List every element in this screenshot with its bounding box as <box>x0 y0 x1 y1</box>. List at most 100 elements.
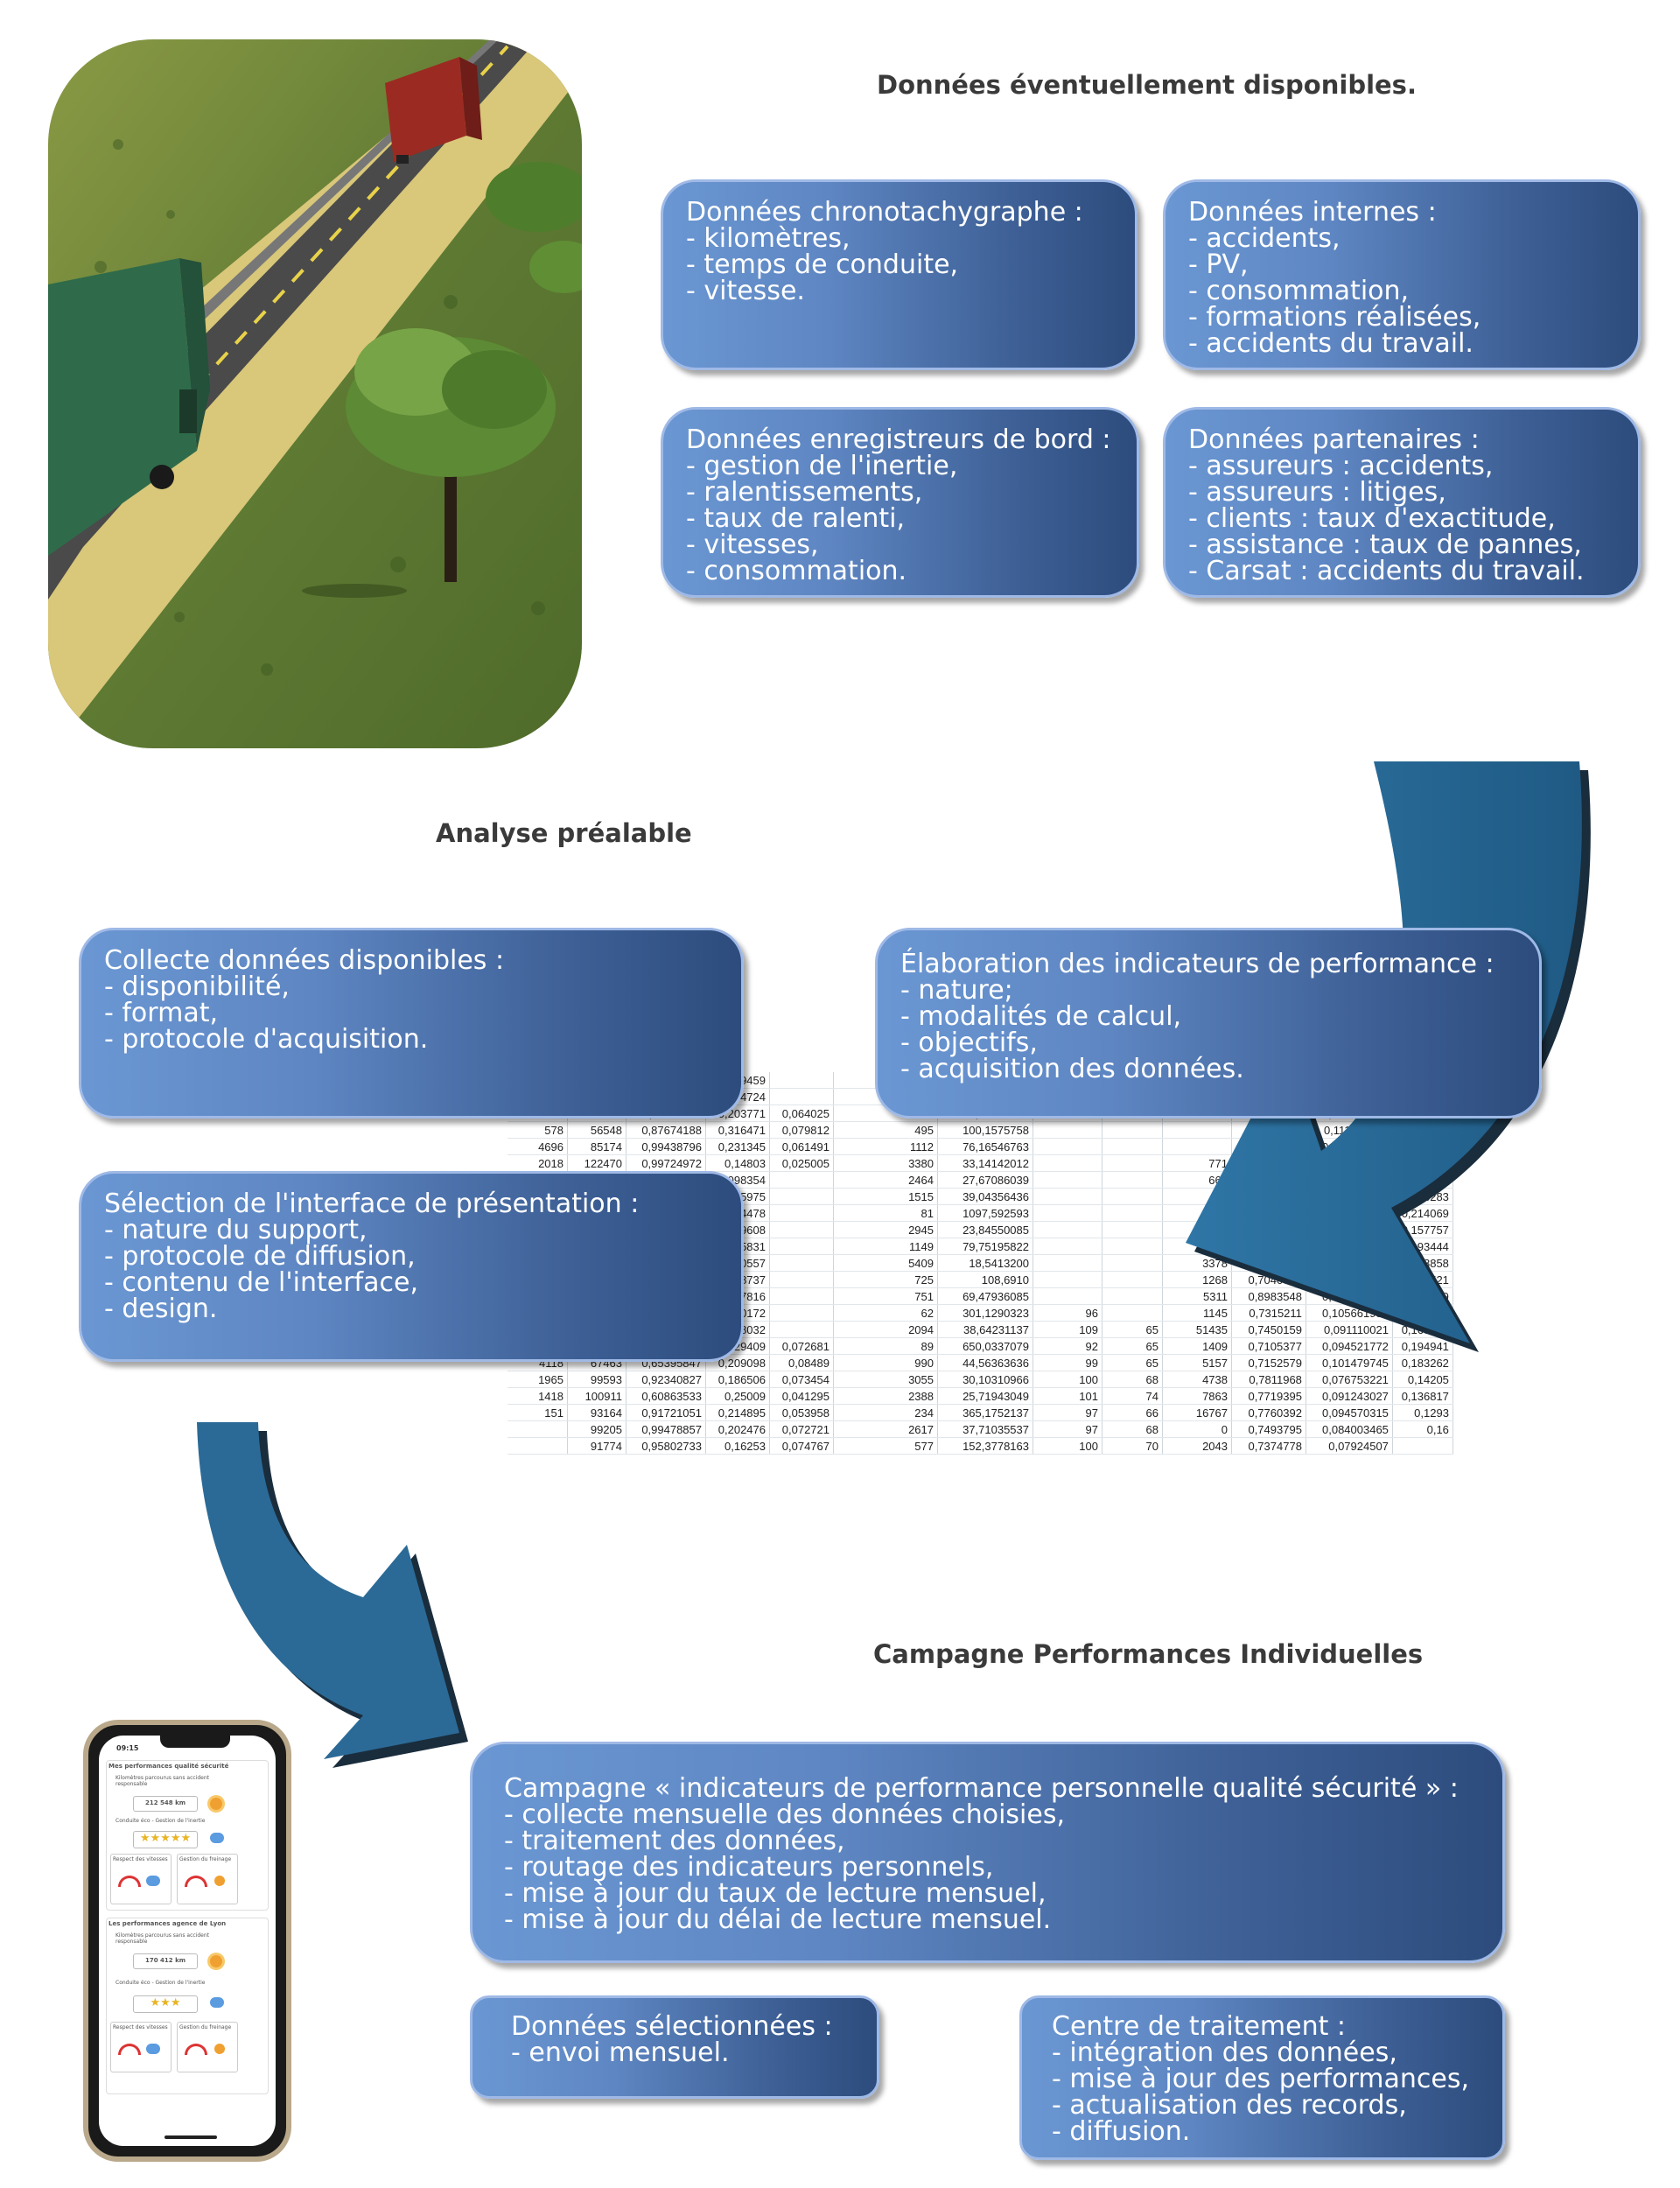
table-cell: 0,194941 <box>1392 1337 1453 1355</box>
table-cell: 0,7105377 <box>1231 1337 1306 1355</box>
card-title: Centre de traitement : <box>1052 2011 1347 2042</box>
table-cell: 1149 <box>833 1238 938 1255</box>
table-cell <box>769 1188 834 1205</box>
table-cell: 0,061491 <box>769 1138 834 1155</box>
table-cell: 0,053958 <box>769 1404 834 1421</box>
table-cell <box>1162 1138 1232 1155</box>
table-cell <box>769 1072 834 1089</box>
card-title: Données internes : <box>1188 197 1437 228</box>
table-cell <box>1032 1254 1102 1272</box>
card-elaboration: Élaboration des indicateurs de performan… <box>875 928 1542 1119</box>
table-cell <box>769 1304 834 1322</box>
list-item: contenu de l'interface, <box>104 1270 718 1296</box>
card-title: Collecte données disponibles : <box>104 945 505 976</box>
table-cell: 4696 <box>508 1138 568 1155</box>
truck-road-illustration <box>48 39 582 748</box>
status-time: 09:15 <box>116 1744 139 1752</box>
sun-icon <box>214 2044 225 2054</box>
notch <box>160 1736 230 1748</box>
table-cell: 0,064025 <box>769 1105 834 1122</box>
card-title: Données enregistreurs de bord : <box>686 424 1111 455</box>
card-list: nature; modalités de calcul, objectifs, … <box>900 978 1516 1083</box>
card-title: Données partenaires : <box>1188 424 1480 455</box>
card-title: Données chronotachygraphe : <box>686 197 1083 228</box>
table-cell: 97 <box>1032 1404 1102 1421</box>
table-cell <box>1032 1271 1102 1288</box>
table-cell: 0,7450159 <box>1231 1321 1306 1338</box>
table-cell: 91774 <box>567 1437 626 1455</box>
list-item: mise à jour du taux de lecture mensuel, <box>504 1881 1471 1907</box>
list-item: temps de conduite, <box>686 252 1112 278</box>
sun-icon <box>214 1876 225 1886</box>
list-item: consommation. <box>686 558 1114 585</box>
table-cell: 0,073454 <box>769 1371 834 1388</box>
list-item: nature du support, <box>104 1217 718 1244</box>
table-cell: 0,076753221 <box>1306 1371 1393 1388</box>
list-item: ralentissements, <box>686 480 1114 506</box>
table-cell: 2945 <box>833 1221 938 1238</box>
table-cell: 97 <box>1032 1420 1102 1438</box>
table-cell: 0,1293 <box>1392 1404 1453 1421</box>
table-cell: 301,1290323 <box>937 1304 1033 1322</box>
table-cell <box>1102 1254 1163 1272</box>
gauge-icon <box>118 2044 141 2055</box>
table-cell: 2388 <box>833 1387 938 1405</box>
section-title: Les performances agence de Lyon <box>108 1920 227 1927</box>
card-list: intégration des données, mise à jour des… <box>1052 2040 1473 2145</box>
table-cell: 65 <box>1102 1321 1163 1338</box>
curved-arrow-icon <box>197 1422 468 1768</box>
list-item: diffusion. <box>1052 2119 1473 2145</box>
list-item: mise à jour des performances, <box>1052 2066 1473 2093</box>
table-cell: 152,3778163 <box>937 1437 1033 1455</box>
table-cell: 151 <box>508 1404 568 1421</box>
table-cell: 0,92340827 <box>626 1371 706 1388</box>
table-cell: 0,316471 <box>705 1121 770 1139</box>
table-cell: 2464 <box>833 1171 938 1189</box>
table-cell: 495 <box>833 1121 938 1139</box>
table-cell: 0,183262 <box>1392 1354 1453 1371</box>
table-cell: 92 <box>1032 1337 1102 1355</box>
table-cell: 66 <box>1102 1404 1163 1421</box>
table-cell <box>1102 1238 1163 1255</box>
table-cell <box>769 1171 834 1189</box>
table-cell: 16767 <box>1162 1404 1232 1421</box>
section-title-data: Données éventuellement disponibles. <box>877 70 1417 100</box>
table-cell <box>1032 1188 1102 1205</box>
table-cell <box>769 1088 834 1105</box>
table-cell: 65 <box>1102 1354 1163 1371</box>
table-cell: 1515 <box>833 1188 938 1205</box>
table-cell: 0,091110021 <box>1306 1321 1393 1338</box>
phone-screen: 09:15 Mes performances qualité sécurité … <box>99 1736 276 2146</box>
table-cell: 0,074767 <box>769 1437 834 1455</box>
list-item: format, <box>104 1000 718 1027</box>
brake-label: Gestion du freinage <box>179 2024 232 2030</box>
table-cell <box>508 1420 568 1438</box>
card-list: disponibilité, format, protocole d'acqui… <box>104 974 718 1053</box>
table-cell <box>1392 1437 1453 1455</box>
table-cell: 1409 <box>1162 1337 1232 1355</box>
list-item: vitesses, <box>686 532 1114 558</box>
list-item: taux de ralenti, <box>686 506 1114 532</box>
eco-label: Conduite éco - Gestion de l'inertie <box>116 1980 206 1986</box>
list-item: disponibilité, <box>104 974 718 1000</box>
section-title-analysis: Analyse préalable <box>436 818 692 848</box>
section-agency-performance: Les performances agence de Lyon Kilomètr… <box>106 1918 269 2094</box>
table-cell: 3380 <box>833 1154 938 1172</box>
table-cell: 578 <box>508 1121 568 1139</box>
card-chronotachygraphe: Données chronotachygraphe : kilomètres, … <box>661 179 1138 370</box>
card-donnees-selectionnees: Données sélectionnées : envoi mensuel. <box>470 1995 879 2099</box>
card-centre-traitement: Centre de traitement : intégration des d… <box>1019 1995 1505 2160</box>
brake-label: Gestion du freinage <box>179 1856 232 1862</box>
table-cell <box>769 1254 834 1272</box>
table-cell <box>1162 1121 1232 1139</box>
table-cell: 0,072681 <box>769 1337 834 1355</box>
list-item: mise à jour du délai de lecture mensuel. <box>504 1907 1471 1933</box>
cloud-icon <box>146 1876 160 1886</box>
table-cell: 1268 <box>1162 1271 1232 1288</box>
table-cell: 0,094521772 <box>1306 1337 1393 1355</box>
list-item: vitesse. <box>686 278 1112 305</box>
list-item: protocole d'acquisition. <box>104 1027 718 1053</box>
table-cell: 0,136817 <box>1392 1387 1453 1405</box>
